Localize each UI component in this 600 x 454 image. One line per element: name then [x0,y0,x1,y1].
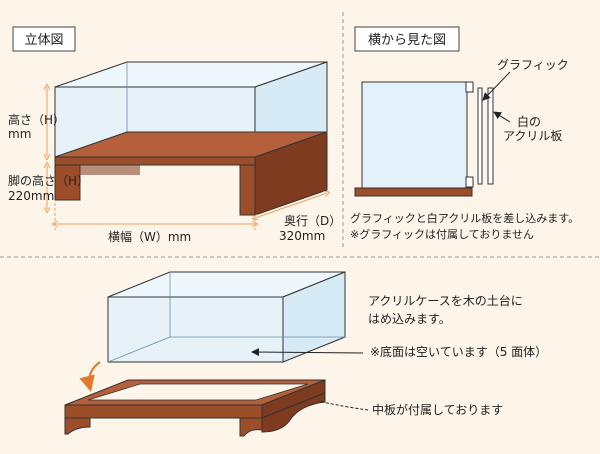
side-view-title: 横から見た図 [368,33,446,48]
width-label: 横幅（W）mm [108,229,191,244]
white-acrylic-label-1: 白の [517,114,541,129]
dimension-lines [47,87,327,230]
instruction-line-2: はめ込みます。 [368,312,451,326]
side-note-2: ※グラフィックは付属しておりません [350,227,534,241]
height-label: 高さ（H） [8,112,65,127]
isometric-view: 立体図 高さ（H） mm [8,26,341,244]
middle-board-note: 中板が付属しております [372,402,503,417]
graphic-label: グラフィック [497,58,569,72]
side-view-case [361,81,468,189]
side-note-1: グラフィックと白アクリル板を差し込みます。 [350,211,579,225]
insert-arrow-icon [79,361,101,392]
instruction-line-1: アクリルケースを木の土台に [368,293,523,308]
bottom-pointer [251,348,364,357]
isometric-title-box [12,26,76,52]
middle-board [87,383,309,401]
assembly-acrylic-case [107,271,346,363]
white-acrylic-sheet [487,87,494,185]
side-view-title-box [354,26,460,52]
leg-height-value: 220mm [8,189,54,203]
bottom-clip [465,176,474,188]
leg-height-label: 脚の高さ（H） [8,173,89,188]
height-unit-label: mm [8,127,31,141]
side-view-base [354,187,473,197]
graphic-sheet [477,87,483,185]
depth-label: 奥行（D） [284,214,341,228]
bottom-open-note: ※底面は空いています（5 面体） [370,344,547,359]
assembly-wooden-base [64,379,326,437]
white-acrylic-label-2: アクリル板 [503,129,562,143]
side-view: 横から見た図 グラフィック 白の アクリル板 グラフィックと白アクリル板を差し込… [350,26,579,241]
assembly-view: アクリルケースを木の土台に はめ込みます。 ※底面は空いています（5 面体） 中… [64,271,547,437]
wooden-base [54,131,328,216]
isometric-title: 立体図 [24,33,63,48]
top-clip [465,81,474,93]
depth-value: 320mm [279,229,325,243]
middle-board-pointer [317,400,369,411]
